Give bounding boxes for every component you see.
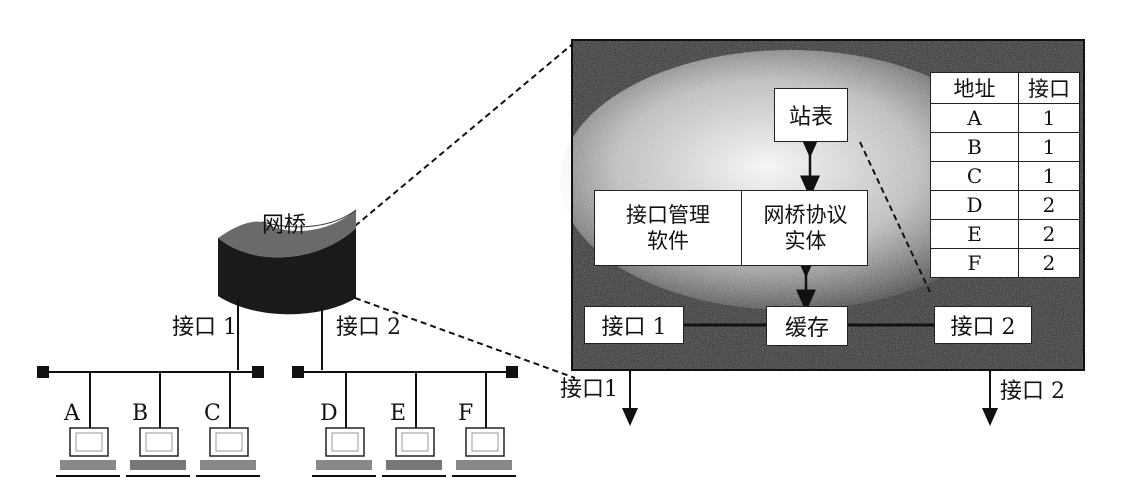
computer-icon <box>452 427 516 477</box>
buffer-box: 缓存 <box>766 306 848 346</box>
host-label-d: D <box>320 401 338 426</box>
host-label-a: A <box>64 401 80 426</box>
port-cell: 1 <box>1018 103 1080 133</box>
port-cell: 1 <box>1018 132 1080 162</box>
port-cell: 2 <box>1018 248 1080 278</box>
bridge-device <box>218 209 357 315</box>
port-cell: 2 <box>1018 190 1080 220</box>
terminator-icon <box>506 366 518 378</box>
terminator-icon <box>37 366 49 378</box>
host-label-e: E <box>390 401 407 426</box>
software-box: 接口管理 软件 网桥协议 实体 <box>594 190 868 266</box>
port1-box: 接口 1 <box>584 306 684 344</box>
computer-icon <box>126 427 190 477</box>
port-cell: 2 <box>1018 219 1080 249</box>
port-mgmt-line1: 接口管理 <box>626 203 710 227</box>
station-table-zoom <box>859 141 931 293</box>
host-label-f: F <box>458 401 474 426</box>
port-cell: 1 <box>1018 161 1080 191</box>
zoom-line-bottom <box>354 297 576 379</box>
address-cell: E <box>930 219 1019 249</box>
bridge-protocol-entity: 网桥协议 实体 <box>742 191 869 265</box>
protocol-line2: 实体 <box>784 229 827 253</box>
protocol-line1: 网桥协议 <box>763 203 848 227</box>
station-table-box: 站表 <box>774 88 848 142</box>
software-divider <box>741 191 742 265</box>
address-cell: B <box>930 132 1019 162</box>
station-table-header: 地址 接口 <box>930 72 1080 104</box>
port-mgmt-line2: 软件 <box>647 229 689 253</box>
computer-icon <box>382 427 446 477</box>
address-cell: C <box>930 161 1019 191</box>
address-cell: F <box>930 248 1019 278</box>
host-label-c: C <box>204 401 221 426</box>
zoom-line-top <box>354 41 576 227</box>
output-port2-label: 接口 2 <box>1000 379 1065 404</box>
address-cell: D <box>930 190 1019 220</box>
terminator-icon <box>252 366 264 378</box>
port2-box: 接口 2 <box>934 306 1032 344</box>
computer-icon <box>196 427 260 477</box>
host-label-b: B <box>132 401 149 426</box>
header-port: 接口 <box>1018 72 1080 104</box>
port-mgmt-software: 接口管理 软件 <box>595 191 741 265</box>
port1-label: 接口 1 <box>172 315 237 340</box>
address-cell: A <box>930 103 1019 133</box>
port2-label: 接口 2 <box>336 315 401 340</box>
header-address: 地址 <box>930 72 1019 104</box>
output-port1-label: 接口1 <box>560 377 618 402</box>
computer-icon <box>312 427 376 477</box>
terminator-icon <box>292 366 304 378</box>
computer-icon <box>56 427 120 477</box>
bridge-label: 网桥 <box>262 213 307 238</box>
